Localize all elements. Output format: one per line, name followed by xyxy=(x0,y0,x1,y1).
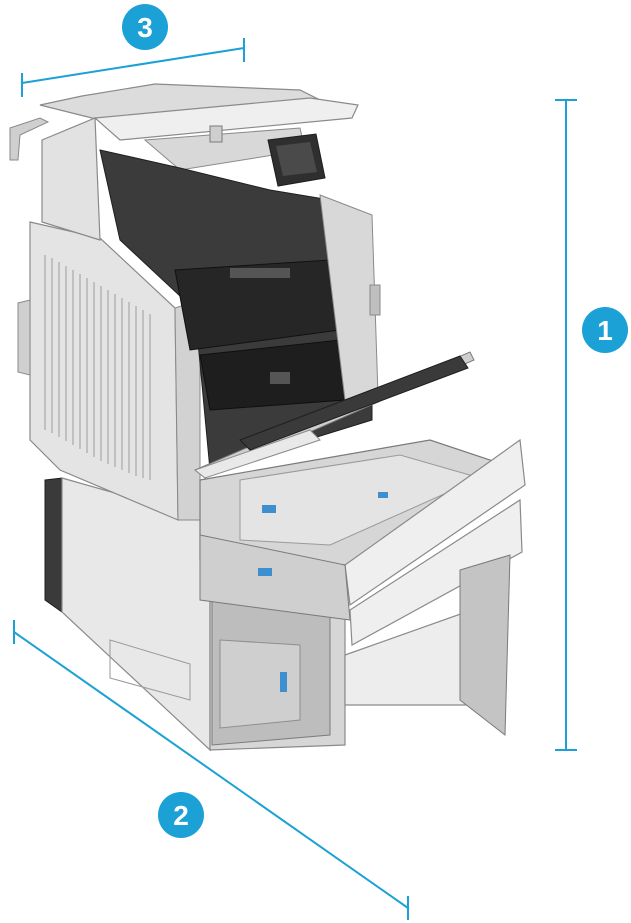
callout-2: 2 xyxy=(158,792,204,838)
paper-tray-upper xyxy=(199,438,526,607)
printer-interior xyxy=(99,149,381,471)
callout-2-circle xyxy=(158,792,204,838)
printer-illustration xyxy=(9,83,526,752)
callout-1-circle xyxy=(582,307,628,353)
callout-1: 1 xyxy=(582,307,628,353)
callout-3-label: 3 xyxy=(137,12,153,43)
width-dimension-line xyxy=(21,47,245,84)
depth-dimension-line xyxy=(13,631,409,909)
callout-1-label: 1 xyxy=(597,315,613,346)
paper-tray-lower xyxy=(199,498,523,737)
scanner-lid xyxy=(9,83,359,241)
callout-3: 3 xyxy=(122,4,168,50)
callout-3-circle xyxy=(122,4,168,50)
dimension-lines xyxy=(13,38,577,920)
front-door-open xyxy=(193,351,475,479)
callout-2-label: 2 xyxy=(173,800,189,831)
